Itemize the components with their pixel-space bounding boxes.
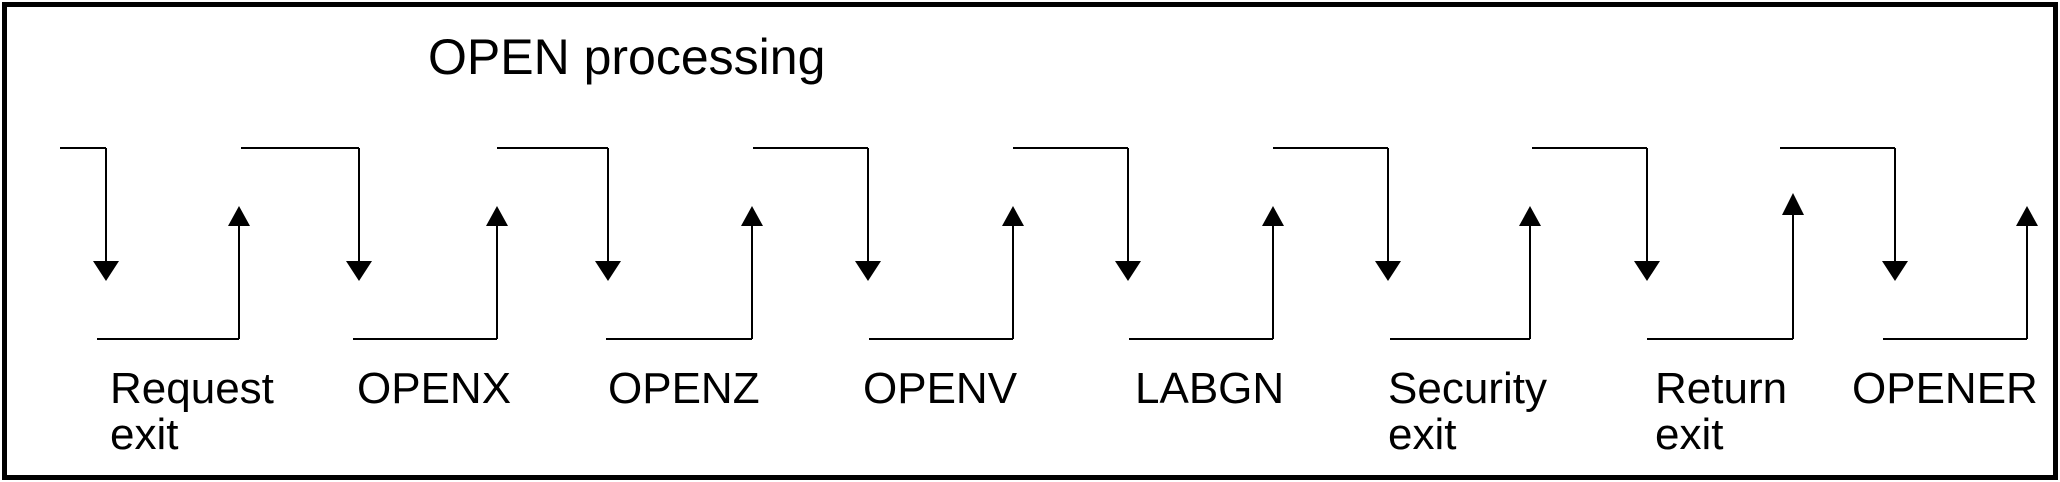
down-arrow-head [855,261,881,281]
down-arrow-head [346,261,372,281]
step-label-request-exit: Request exit [110,364,274,459]
diagram-title: OPEN processing [428,29,826,85]
step-label-openv: OPENV [863,364,1018,413]
up-arrow-head [1782,193,1804,215]
up-arrow-head [1519,206,1541,226]
down-arrow-head [93,261,119,281]
down-arrow-head [1882,261,1908,281]
down-arrow-head [1634,261,1660,281]
step-label-security-exit: Security exit [1388,364,1547,459]
up-arrow-head [2016,206,2038,226]
down-arrow-head [1115,261,1141,281]
step-label-return-exit: Return exit [1655,364,1788,459]
up-arrow-head [228,206,250,226]
step-label-labgn: LABGN [1135,364,1285,413]
down-arrow-head [595,261,621,281]
up-arrow-head [1262,206,1284,226]
up-arrow-head [1002,206,1024,226]
up-arrow-head [486,206,508,226]
step-label-openz: OPENZ [608,364,760,413]
up-arrow-head [741,206,763,226]
step-label-opener: OPENER [1852,364,2038,413]
down-arrow-head [1375,261,1401,281]
step-label-openx: OPENX [357,364,512,413]
